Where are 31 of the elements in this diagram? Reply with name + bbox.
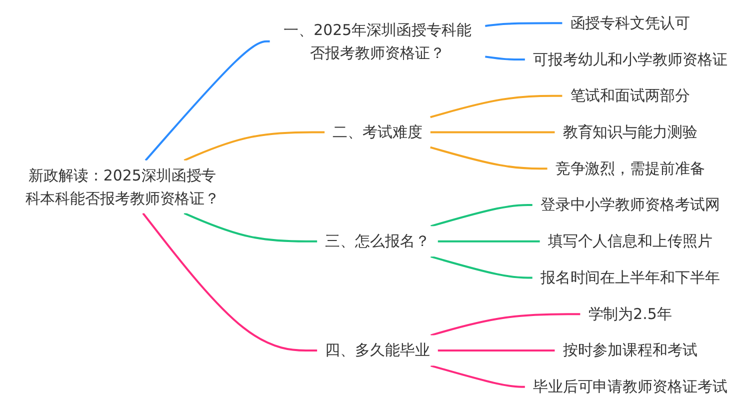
connector bbox=[438, 349, 555, 352]
connector bbox=[484, 22, 562, 27]
node-text: 按时参加课程和考试 bbox=[562, 341, 698, 360]
connector bbox=[430, 256, 532, 279]
connector bbox=[430, 146, 548, 170]
node-text: 新政解读：2025深圳函授专科本科能否报考教师资格证？ bbox=[25, 166, 220, 207]
node-text: 二、考试难度 bbox=[332, 123, 422, 141]
node-text: 一、2025年深圳函授专科能否报考教师资格证？ bbox=[284, 20, 472, 62]
node-text: 笔试和面试两部分 bbox=[570, 86, 690, 105]
node-text: 登录中小学教师资格考试网 bbox=[540, 196, 720, 214]
connector bbox=[430, 364, 525, 388]
connector bbox=[430, 204, 532, 228]
node-text: 填写个人信息和上传照片 bbox=[548, 232, 712, 250]
node-text: 毕业后可申请教师资格证考试 bbox=[532, 378, 728, 396]
connector bbox=[144, 40, 270, 162]
node-text: 四、多久能毕业 bbox=[325, 341, 430, 360]
node-text: 函授专科文凭认可 bbox=[570, 14, 690, 32]
connector bbox=[184, 131, 325, 162]
connector bbox=[430, 313, 580, 336]
node-text: 可报考幼儿和小学教师资格证 bbox=[532, 50, 728, 68]
node-text: 竞争激烈，需提前准备 bbox=[555, 159, 705, 178]
node-text: 三、怎么报名？ bbox=[325, 232, 430, 250]
connector bbox=[430, 94, 562, 118]
connector bbox=[184, 212, 318, 242]
connector bbox=[430, 131, 555, 134]
node-text: 报名时间在上半年和下半年 bbox=[540, 268, 720, 286]
connector bbox=[142, 212, 318, 352]
node-text: 学制为2.5年 bbox=[588, 304, 672, 323]
connector bbox=[484, 56, 525, 61]
connector bbox=[438, 240, 540, 242]
node-text: 教育知识与能力测验 bbox=[562, 123, 698, 141]
